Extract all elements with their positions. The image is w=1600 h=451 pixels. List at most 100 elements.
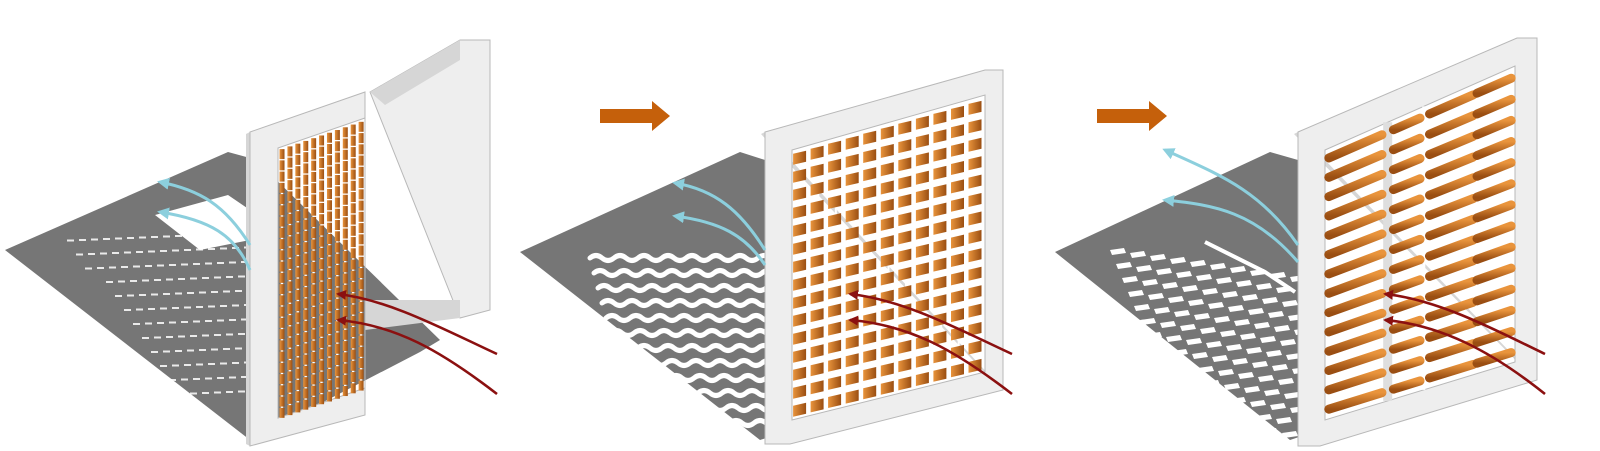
louver-blade — [279, 171, 285, 182]
louver-blade — [287, 315, 293, 326]
louver-blade — [951, 308, 964, 323]
louver-blade — [358, 256, 364, 267]
louver-blade — [933, 147, 947, 162]
louver-blade — [303, 275, 309, 286]
louver-blade — [311, 183, 317, 194]
louver-blade — [342, 149, 348, 160]
louver-blade — [287, 247, 293, 258]
louver-blade — [287, 202, 293, 213]
louver-blade — [915, 298, 929, 313]
louver-blade — [845, 190, 859, 205]
louver-blade — [350, 203, 356, 214]
louver-blade — [342, 172, 348, 183]
louver-blade — [295, 334, 301, 345]
airflow — [1162, 148, 1546, 396]
louver-blade — [350, 293, 356, 304]
louver-blade — [334, 287, 340, 298]
louver-blade — [287, 213, 293, 224]
louver-blade — [287, 270, 293, 281]
louver-blade — [342, 239, 348, 250]
louver-blade — [303, 343, 309, 354]
frame-side — [246, 132, 250, 446]
louver-blade — [1425, 194, 1478, 220]
louver-blade — [311, 171, 317, 182]
louver-blade — [295, 177, 301, 188]
louver-blade — [880, 162, 894, 177]
louver-blade — [951, 142, 964, 157]
louver-blade — [810, 181, 824, 196]
louver-blade — [279, 239, 285, 250]
louver-blade — [342, 273, 348, 284]
louver-blade — [303, 388, 309, 399]
louver-blade — [810, 235, 824, 250]
louver-blade — [793, 168, 807, 183]
louver-blade — [1324, 368, 1387, 395]
louver-blade — [898, 175, 912, 190]
louver-blade — [933, 349, 947, 364]
louver-blade — [968, 285, 982, 300]
louver-blade — [880, 308, 894, 322]
louver-blade — [968, 266, 982, 281]
louver-blade — [279, 284, 285, 295]
louver-blade — [319, 169, 325, 180]
louver-blade — [1425, 90, 1478, 119]
louver-blade — [863, 130, 877, 145]
louver-blade — [1324, 348, 1387, 376]
warm-air-flow-arrow — [848, 315, 1013, 396]
louver-blade — [793, 312, 807, 327]
louver-blade — [350, 338, 356, 349]
louver-blade — [295, 166, 301, 177]
louver-blade — [358, 211, 364, 222]
louver-blade — [350, 147, 356, 158]
cool-air-flow-arrow — [1162, 194, 1300, 263]
louver-blade — [326, 143, 332, 154]
louver-blade — [1425, 359, 1478, 383]
louver-blade — [845, 298, 859, 313]
louver-blade — [1324, 150, 1387, 182]
louver-blade — [319, 225, 325, 236]
louver-blade — [311, 385, 317, 396]
louver-blade — [279, 160, 285, 171]
louver-blade — [810, 163, 824, 178]
louver-blade — [334, 163, 340, 174]
panel-stage-3 — [1055, 37, 1546, 447]
louver-blade — [319, 337, 325, 348]
louver-blade — [358, 121, 364, 132]
louver-blade — [326, 267, 332, 278]
louver-blade — [845, 371, 859, 386]
louver-blade — [828, 140, 842, 155]
louver-blade — [334, 298, 340, 309]
louver-blade — [863, 348, 877, 363]
louver-blade — [1388, 133, 1425, 155]
louver-blade — [287, 348, 293, 359]
louver-blade — [828, 339, 842, 354]
louver-blade — [358, 189, 364, 200]
louver-blade — [845, 208, 859, 223]
louver-blade — [915, 372, 929, 386]
louver-blade — [1388, 315, 1425, 334]
louver-blade — [358, 166, 364, 177]
louver-blade — [319, 270, 325, 281]
louver-blade — [326, 188, 332, 199]
cast-shadow — [1055, 152, 1320, 440]
louver-blade — [810, 380, 824, 395]
louver-blade — [279, 272, 285, 283]
louver-blade — [898, 285, 912, 300]
louver-blade — [880, 326, 894, 341]
louver-blade — [1425, 235, 1478, 261]
louver-blade — [350, 372, 356, 383]
louver-blade — [295, 357, 301, 368]
louver-blade — [793, 240, 807, 255]
louver-blade — [1472, 305, 1516, 327]
louver-blade — [933, 129, 947, 144]
louver-blade — [326, 256, 332, 267]
louver-blade — [319, 360, 325, 371]
louver-blade — [915, 280, 929, 295]
louver-blade — [334, 310, 340, 321]
louver-blade — [303, 287, 309, 298]
louver-blade — [1472, 200, 1516, 223]
louver-blade — [810, 254, 824, 268]
louver-blade — [898, 120, 912, 135]
louver-blade — [951, 197, 964, 212]
